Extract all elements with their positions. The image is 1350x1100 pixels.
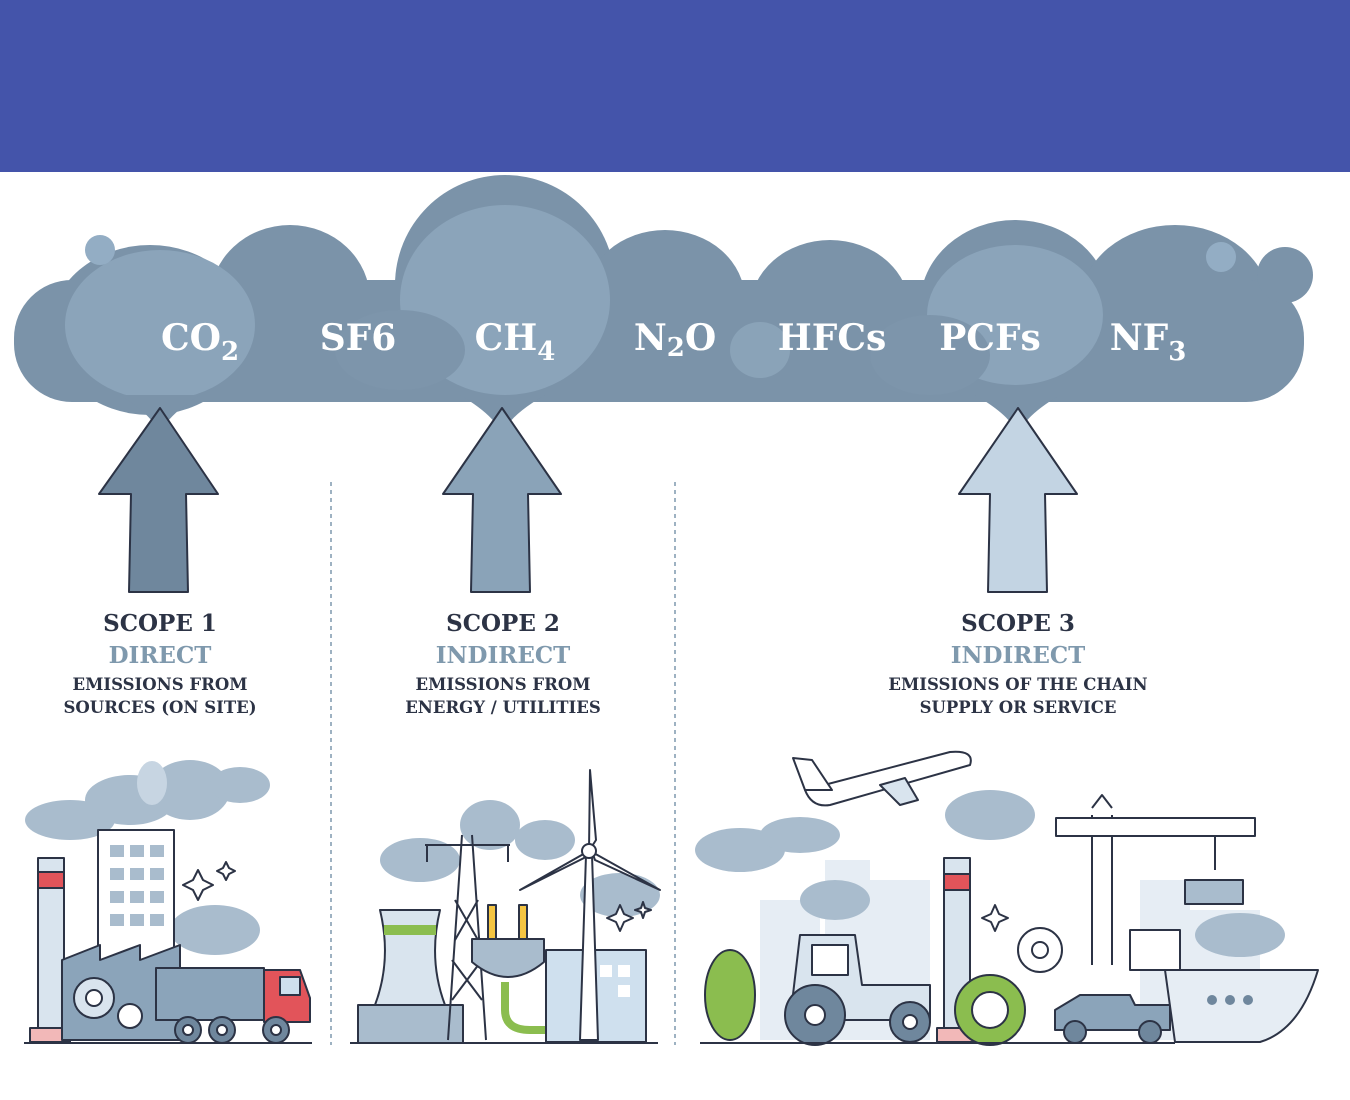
tractor-icon [784, 934, 931, 1046]
scope-2-arrow [442, 407, 562, 593]
scope-3-desc-line2: SUPPLY OR SERVICE [920, 698, 1117, 717]
scope-1-desc-line2: SOURCES (ON SITE) [63, 698, 256, 717]
gas-hfcs: HFCs [778, 317, 887, 359]
airplane-icon [792, 750, 972, 807]
cooling-tower-icon [374, 909, 446, 1006]
bubble-icon [85, 235, 115, 265]
gas-cloud [14, 175, 1313, 440]
smoke-icon [695, 790, 1285, 957]
pickup-truck-icon [1054, 994, 1171, 1044]
sparkle-icon [216, 861, 236, 881]
sparkle-icon [182, 869, 214, 901]
scope-3-title: SCOPE 3 [961, 610, 1075, 637]
smoke-icon [380, 800, 660, 917]
scope-3-arrow [958, 407, 1078, 593]
scope-2-label: SCOPE 2 INDIRECT EMISSIONS FROM ENERGY /… [405, 610, 601, 717]
scope-1-desc-line1: EMISSIONS FROM [73, 675, 248, 694]
energy-illustration [350, 769, 661, 1044]
gas-ch4: CH4 [475, 317, 556, 367]
factory-illustration [24, 760, 312, 1044]
bubble-icon [1257, 247, 1313, 303]
wind-turbine-icon [519, 769, 661, 1041]
supply-chain-illustration [695, 750, 1319, 1046]
sparkle-icon [981, 904, 1009, 932]
gear-icon [117, 1003, 143, 1029]
scope-3-kind: INDIRECT [951, 642, 1086, 669]
emission-scopes-diagram: CO2 SF6 CH4 N2O HFCs PCFs NF3 SCOPE 1 DI… [14, 175, 1319, 1046]
ship-icon [1129, 929, 1319, 1043]
scope-2-desc-line1: EMISSIONS FROM [416, 675, 591, 694]
scope-2-title: SCOPE 2 [446, 610, 560, 637]
sparkle-icon [634, 901, 652, 919]
scope-3-label: SCOPE 3 INDIRECT EMISSIONS OF THE CHAIN … [888, 610, 1147, 717]
gas-labels: CO2 SF6 CH4 N2O HFCs PCFs NF3 [161, 317, 1186, 367]
scope-1-label: SCOPE 1 DIRECT EMISSIONS FROM SOURCES (O… [63, 610, 256, 717]
plug-icon [471, 904, 570, 1034]
crane-icon [1055, 794, 1256, 965]
gas-sf6: SF6 [320, 317, 397, 359]
power-pylon-icon [425, 834, 510, 1041]
header-banner [0, 0, 1350, 172]
plant-icon [704, 949, 756, 1041]
gas-n2o: N2O [634, 317, 716, 363]
gas-co2: CO2 [161, 317, 239, 367]
scope-1-title: SCOPE 1 [103, 610, 217, 637]
bubble-icon [1206, 242, 1236, 272]
scope-1-arrow [98, 407, 219, 593]
gas-pcfs: PCFs [939, 317, 1041, 359]
scope-1-kind: DIRECT [109, 642, 212, 669]
scope-3-desc-line1: EMISSIONS OF THE CHAIN [888, 675, 1147, 694]
smoke-icon [25, 760, 270, 955]
truck-icon [155, 967, 311, 1044]
gas-nf3: NF3 [1110, 317, 1187, 367]
scope-2-kind: INDIRECT [436, 642, 571, 669]
scope-2-desc-line2: ENERGY / UTILITIES [405, 698, 601, 717]
sparkle-icon [606, 904, 634, 932]
